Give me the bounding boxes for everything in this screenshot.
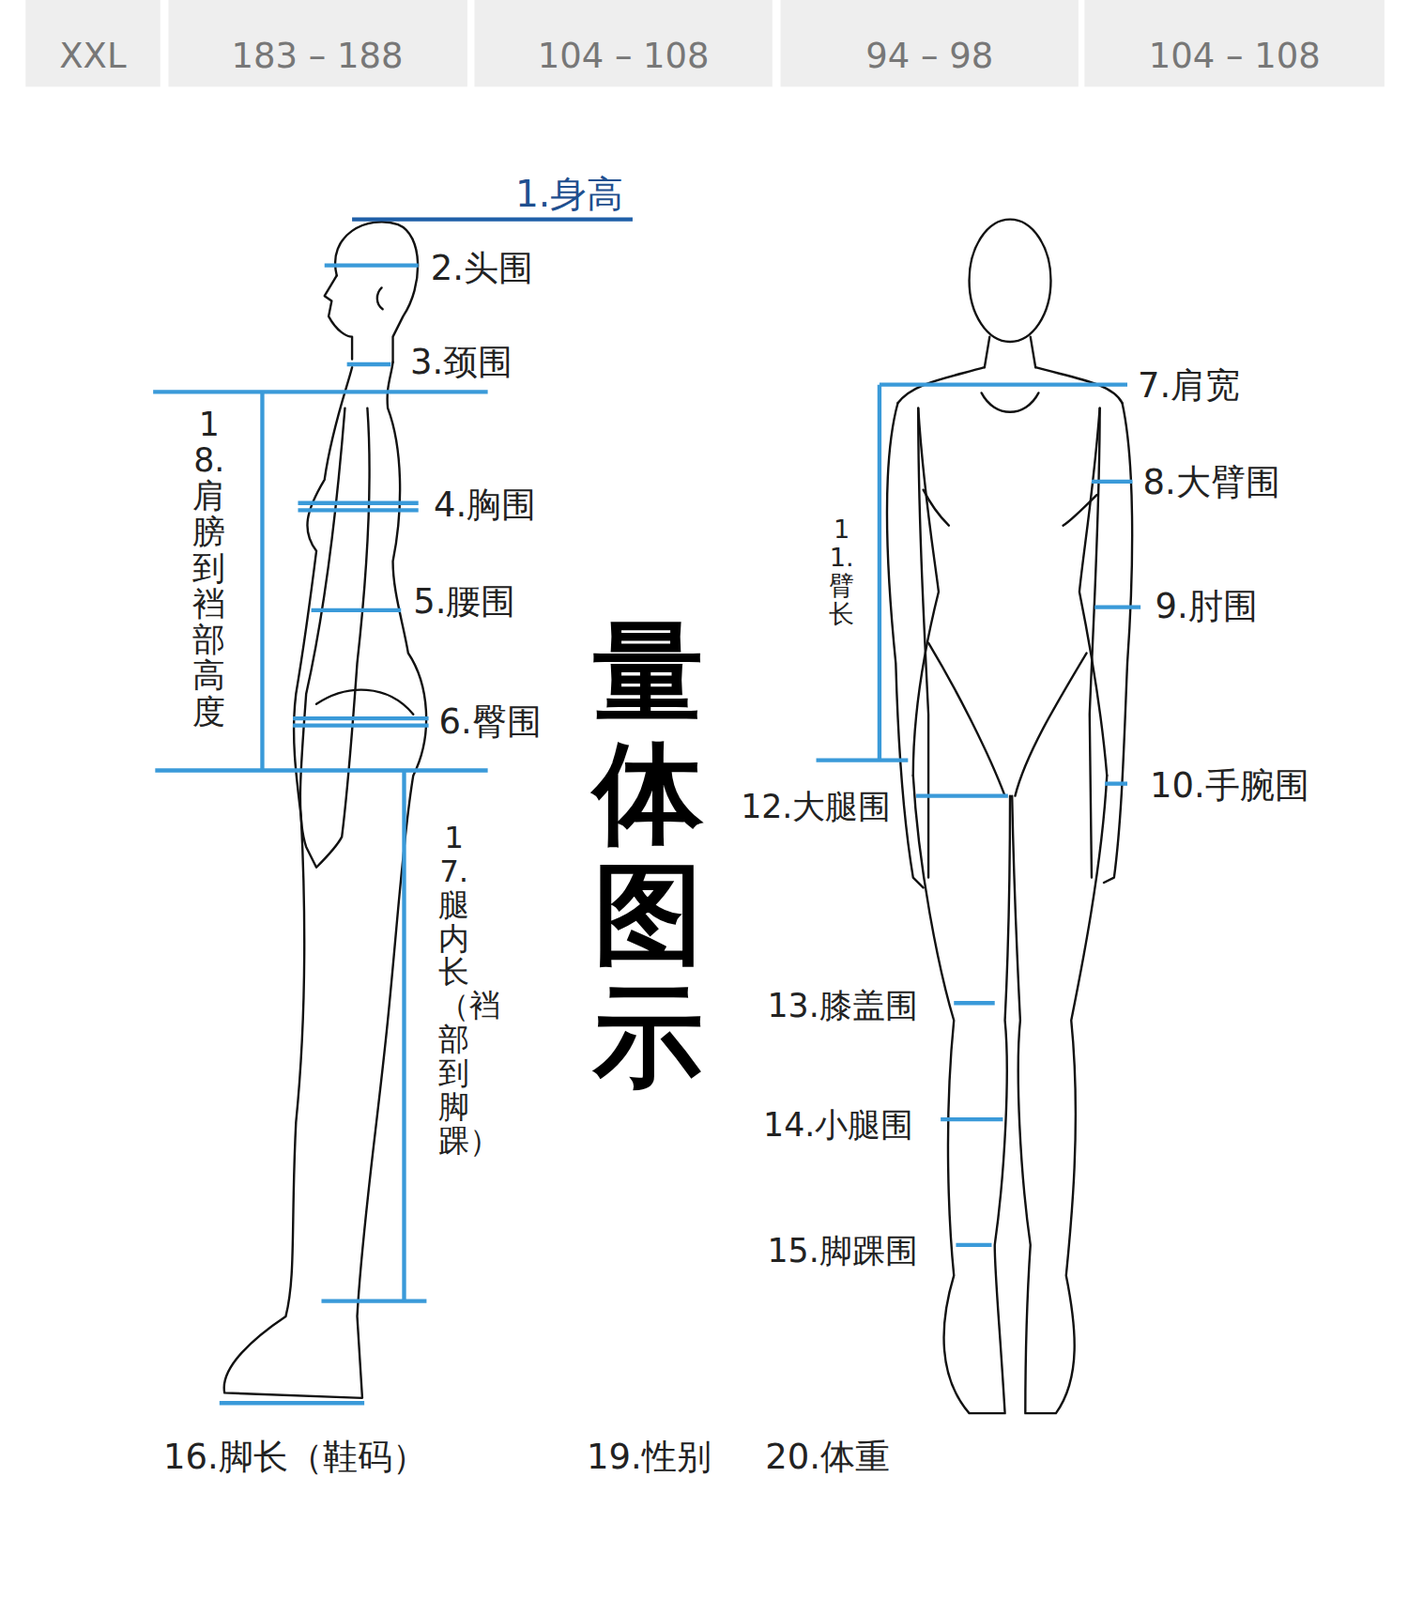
measure-label: 12.大腿围 bbox=[740, 787, 891, 826]
measure-label: 6.臀围 bbox=[438, 702, 541, 742]
table-cell-text: 183 – 188 bbox=[231, 36, 404, 77]
table-cell bbox=[168, 0, 467, 87]
measure-label: 5.腰围 bbox=[413, 581, 516, 622]
measure-label: 11.臂长 bbox=[828, 515, 855, 628]
measure-label: 8.大臂围 bbox=[1142, 462, 1280, 503]
table-cell-text: 94 – 98 bbox=[865, 36, 994, 77]
front-figure bbox=[887, 219, 1133, 1413]
measure-label: 16.脚长（鞋码） bbox=[163, 1437, 428, 1477]
table-cell-text: 104 – 108 bbox=[1148, 36, 1321, 77]
measure-label: 1.身高 bbox=[515, 172, 624, 215]
measure-label: 19.性别 bbox=[586, 1437, 712, 1477]
measure-label: 18.肩膀到裆部高度 bbox=[192, 406, 226, 730]
table-cell bbox=[25, 0, 160, 87]
measure-label: 13.膝盖围 bbox=[766, 986, 918, 1025]
diagram-title: 量体图示 bbox=[593, 612, 704, 1098]
measure-label: 9.肘围 bbox=[1154, 586, 1257, 627]
measure-label: 17.腿内长（裆部到脚踝） bbox=[438, 821, 470, 1159]
measure-label: 20.体重 bbox=[765, 1437, 890, 1477]
measure-label: 2.头围 bbox=[430, 248, 534, 289]
table-cell bbox=[474, 0, 772, 87]
measure-lines bbox=[153, 219, 1141, 1404]
side-figure bbox=[224, 221, 427, 1398]
measure-label: 10.手腕围 bbox=[1149, 765, 1310, 806]
table-cell bbox=[780, 0, 1079, 87]
measure-label: 3.颈围 bbox=[410, 342, 513, 383]
measure-label: 4.胸围 bbox=[433, 485, 536, 525]
table-cell bbox=[1084, 0, 1385, 87]
measure-label: 14.小腿围 bbox=[763, 1105, 914, 1144]
table-cell-text: XXL bbox=[59, 36, 126, 77]
table-cell-text: 104 – 108 bbox=[537, 36, 710, 77]
measure-label: 7.肩宽 bbox=[1137, 366, 1240, 406]
measure-label: 15.脚踝围 bbox=[766, 1231, 918, 1270]
size-table-row bbox=[25, 0, 1385, 87]
